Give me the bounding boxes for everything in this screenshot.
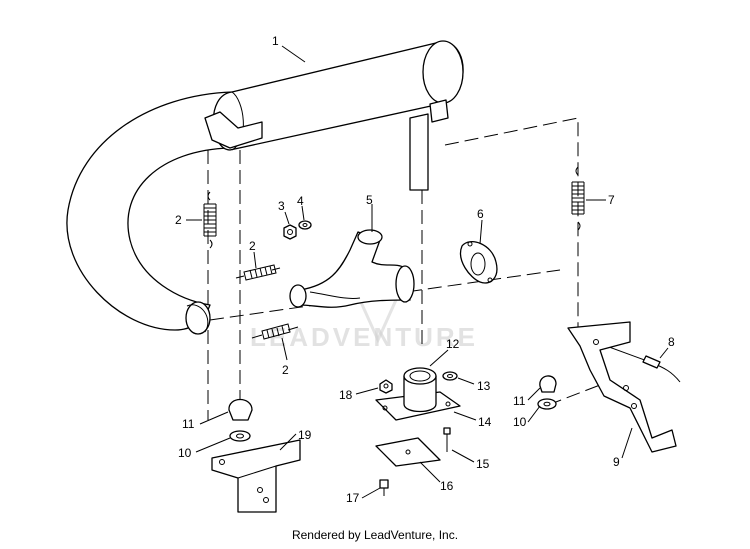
callout-5: 5	[366, 193, 373, 207]
callout-16: 16	[440, 479, 454, 493]
callout-10a: 10	[178, 446, 192, 460]
callout-11b: 11	[513, 394, 526, 408]
washer-13[interactable]	[442, 371, 458, 381]
spring-lower[interactable]	[251, 323, 299, 340]
grommet-left[interactable]	[228, 398, 253, 421]
footer-credit: Rendered by LeadVenture, Inc.	[291, 528, 459, 542]
callout-2c: 2	[282, 363, 289, 377]
cable[interactable]	[589, 339, 681, 383]
callout-14: 14	[478, 415, 492, 429]
nut-18[interactable]	[379, 379, 393, 394]
bracket-right[interactable]	[567, 321, 677, 453]
callout-18: 18	[339, 388, 353, 402]
washer-right[interactable]	[537, 398, 557, 410]
watermark-text: LEADVENTURE	[250, 322, 478, 352]
callout-12: 12	[446, 337, 460, 351]
callout-15: 15	[476, 457, 490, 471]
callout-2a: 2	[175, 213, 182, 227]
callout-6: 6	[477, 207, 484, 221]
muffler-pipe[interactable]	[66, 40, 464, 335]
y-header-pipe[interactable]	[289, 229, 415, 308]
nut[interactable]	[283, 224, 297, 240]
bolt-17[interactable]	[379, 479, 389, 496]
callout-13: 13	[477, 379, 491, 393]
spring-right[interactable]	[571, 166, 585, 231]
mount-flange[interactable]	[375, 367, 461, 421]
watermark: LEADVENTURE	[250, 299, 478, 352]
callout-4: 4	[297, 194, 304, 208]
callout-17: 17	[346, 491, 360, 505]
callout-19: 19	[298, 428, 312, 442]
leader-lines	[186, 45, 669, 499]
callout-7: 7	[608, 193, 615, 207]
gasket[interactable]	[459, 241, 498, 284]
washer-left[interactable]	[229, 430, 251, 442]
callout-1: 1	[272, 34, 279, 48]
callout-8: 8	[668, 335, 675, 349]
callout-9: 9	[613, 455, 620, 469]
washer-small[interactable]	[298, 220, 312, 230]
callout-3: 3	[278, 199, 285, 213]
plate-16[interactable]	[375, 437, 441, 467]
bracket-left[interactable]	[211, 439, 301, 513]
spring-middle[interactable]	[235, 264, 281, 281]
callout-2b: 2	[249, 239, 256, 253]
bolt-15[interactable]	[443, 427, 451, 452]
callouts: 1 2 2 2 3 4 5 6 7 8 9 10 11 11 10 19 12 …	[175, 34, 675, 505]
grommet-right[interactable]	[539, 375, 557, 393]
callout-11a: 11	[182, 417, 195, 431]
spring-left[interactable]	[203, 191, 217, 249]
callout-10b: 10	[513, 415, 527, 429]
